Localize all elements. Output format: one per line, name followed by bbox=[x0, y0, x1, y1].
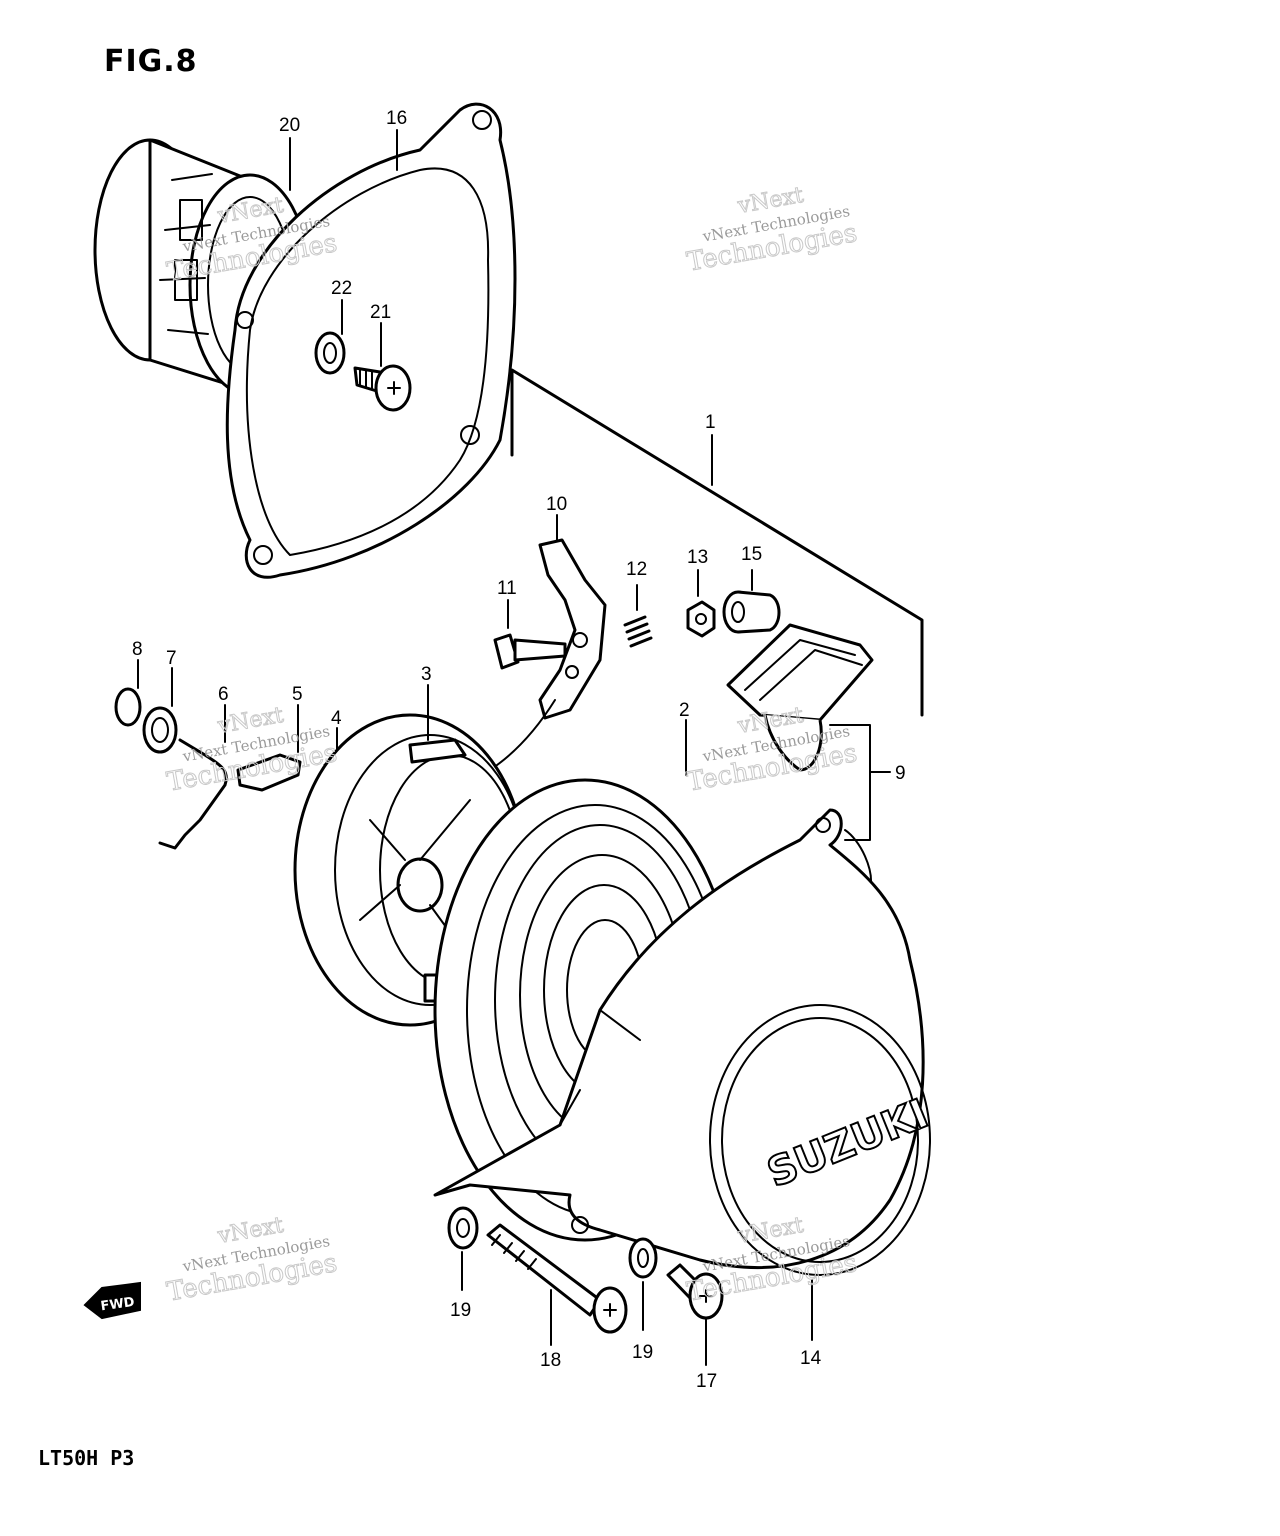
part-17-screw bbox=[666, 1263, 724, 1366]
fwd-arrow-icon: FWD bbox=[83, 1281, 141, 1320]
callout-label: 5 bbox=[292, 684, 303, 705]
callout-label: 7 bbox=[166, 648, 177, 669]
part-15-collar bbox=[722, 569, 781, 634]
part-6-spring-wire bbox=[158, 704, 228, 850]
part-18-long-bolt bbox=[486, 1223, 628, 1346]
callout-label: 20 bbox=[279, 115, 300, 136]
callout-label: 16 bbox=[386, 108, 407, 129]
part-13-nut bbox=[686, 569, 716, 638]
callout-label: 13 bbox=[687, 547, 708, 568]
callout-label: 17 bbox=[696, 1371, 717, 1392]
part-12-spring bbox=[623, 584, 653, 648]
callout-label: 15 bbox=[741, 544, 762, 565]
part-16-gasket bbox=[225, 102, 517, 579]
callout-label: 9 bbox=[895, 763, 906, 784]
part-8-ring bbox=[114, 659, 142, 727]
part-22-washer bbox=[314, 331, 346, 375]
part-19-washer-right bbox=[628, 1237, 658, 1331]
leader-lines bbox=[289, 129, 398, 367]
part-21-screw bbox=[353, 364, 412, 412]
part-9-handle bbox=[726, 623, 891, 898]
callout-label: 18 bbox=[540, 1350, 561, 1371]
model-footer: LT50H P3 bbox=[38, 1446, 135, 1470]
figure-title: FIG.8 bbox=[104, 44, 198, 79]
callout-label: 8 bbox=[132, 639, 143, 660]
part-19-washer-left bbox=[447, 1206, 479, 1291]
callout-label: 6 bbox=[218, 684, 229, 705]
part-14-starter-cover: SUZUKI bbox=[433, 808, 936, 1341]
callout-label: 4 bbox=[331, 708, 342, 729]
callout-label: 21 bbox=[370, 302, 391, 323]
callout-label: 1 bbox=[705, 412, 716, 433]
callout-label: 19 bbox=[632, 1342, 653, 1363]
part-5-ratchet bbox=[236, 704, 302, 792]
callout-label: 19 bbox=[450, 1300, 471, 1321]
callout-labels: 1 2 3 4 5 6 7 8 9 10 11 12 13 14 15 16 1… bbox=[132, 108, 906, 1392]
assembly-1-bracket bbox=[510, 368, 924, 717]
callout-label: 14 bbox=[800, 1348, 822, 1369]
callout-label: 3 bbox=[421, 664, 432, 685]
callout-label: 22 bbox=[331, 278, 352, 299]
callout-label: 10 bbox=[546, 494, 567, 515]
part-11-bolt bbox=[493, 599, 567, 670]
part-7-washer bbox=[142, 667, 178, 754]
callout-label: 2 bbox=[679, 700, 690, 721]
callout-label: 11 bbox=[497, 578, 517, 599]
fwd-label: FWD bbox=[100, 1295, 136, 1315]
callout-label: 12 bbox=[626, 559, 647, 580]
